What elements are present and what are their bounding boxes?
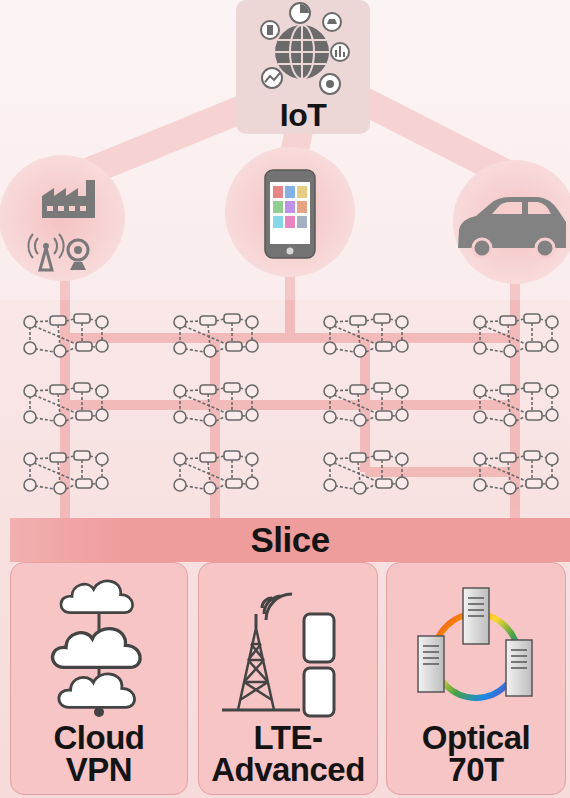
network-icon [174, 314, 258, 357]
network-icon [174, 383, 258, 426]
network-icon [174, 451, 258, 494]
service-box: LTE- Advanced [198, 562, 378, 795]
network-icon [24, 314, 108, 357]
fade-overlay [0, 0, 570, 300]
network-icon [24, 451, 108, 494]
network-icon [324, 383, 408, 426]
band-label: Slice [250, 523, 329, 556]
network-bus [65, 400, 515, 410]
network-icon [324, 314, 408, 357]
box-label: Optical 70T [411, 722, 541, 785]
network-icon [474, 451, 558, 494]
network-icon [324, 451, 408, 494]
box-label: IoT [280, 100, 326, 130]
network-icon [24, 383, 108, 426]
service-box: Cloud VPN [10, 562, 188, 795]
service-box: Optical 70T [386, 562, 566, 795]
box-label: Cloud VPN [39, 722, 159, 785]
network-icon [474, 314, 558, 357]
slice-band: Slice [10, 518, 570, 562]
network-bus [365, 467, 515, 477]
iot-box: IoT [236, 0, 370, 134]
box-label: LTE- Advanced [202, 722, 374, 785]
network-bus [360, 338, 370, 472]
network-icon [474, 383, 558, 426]
